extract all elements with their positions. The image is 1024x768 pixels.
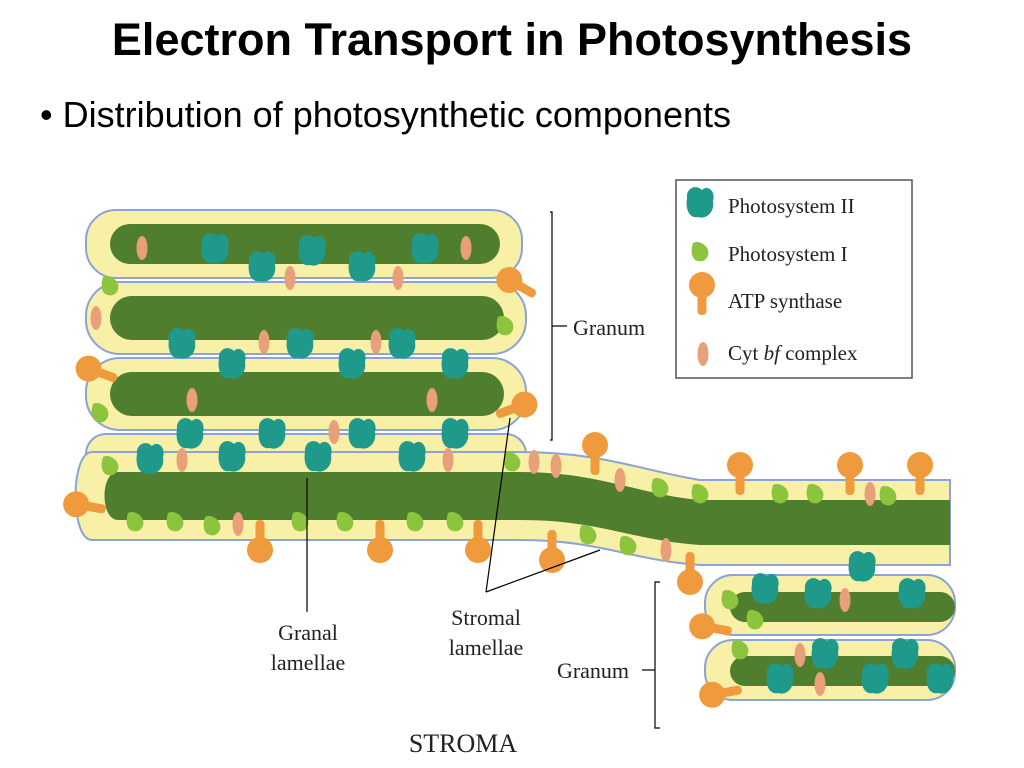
stromal-lamellae-label-line1: Stromal <box>451 605 521 630</box>
legend-label-cyt-prefix: Cyt <box>728 341 764 365</box>
bullet-point: •Distribution of photosynthetic componen… <box>40 94 731 136</box>
granal-lamellae-label-line1: Granal <box>278 620 338 645</box>
bullet-text: Distribution of photosynthetic component… <box>62 94 731 135</box>
legend-label-psii: Photosystem II <box>728 194 855 218</box>
legend-item-psii: Photosystem II <box>686 187 855 218</box>
legend-item-atp: ATP synthase <box>689 272 842 315</box>
legend: Photosystem II Photosystem I ATP synthas… <box>675 179 913 379</box>
legend-label-cyt-suffix: complex <box>780 341 858 365</box>
legend-box <box>675 179 913 379</box>
legend-label-cyt: Cyt bf complex <box>728 341 858 365</box>
stroma-label: STROMA <box>409 729 518 758</box>
granal-lamellae-label-line2: lamellae <box>271 650 346 675</box>
cyt-bf-icon <box>697 342 709 366</box>
legend-label-atp: ATP synthase <box>728 289 842 313</box>
stromal-lamellae-label-line2: lamellae <box>449 635 524 660</box>
leader-lines <box>306 211 660 729</box>
legend-item-psi: Photosystem I <box>691 241 848 266</box>
bullet-dot: • <box>40 94 53 135</box>
granum-label-top: Granum <box>573 315 645 340</box>
stromal-lamella <box>74 451 951 566</box>
slide-title: Electron Transport in Photosynthesis <box>111 14 913 65</box>
legend-label-psi: Photosystem I <box>728 242 848 266</box>
photosystem-ii-icon <box>686 187 714 218</box>
legend-item-cyt: Cyt bf complex <box>697 341 858 366</box>
legend-label-cyt-italic: bf <box>764 341 784 365</box>
granum-label-bottom: Granum <box>557 658 629 683</box>
